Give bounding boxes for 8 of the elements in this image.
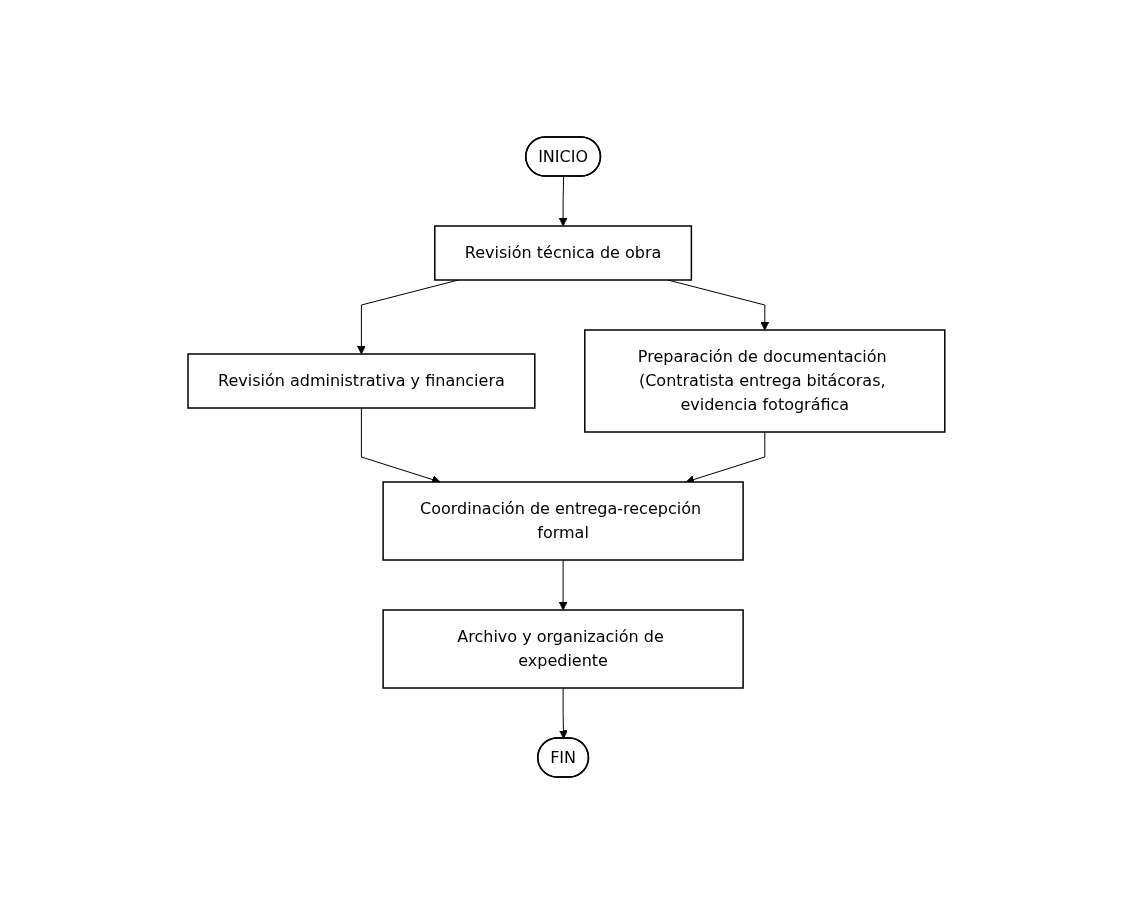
node-box: Archivo y organización de expediente (382, 608, 744, 689)
node-box: Revisión técnica de obra (434, 224, 693, 281)
arrow (558, 175, 568, 226)
arrow (558, 559, 568, 610)
node-box: Revisión administrativa y financiera (187, 352, 536, 409)
node-box: Preparación de documentación (Contratista entrega bitácoras, evidencia fotográfica (584, 328, 946, 433)
node-box: Coordinación de entrega-recepción formal (382, 480, 744, 561)
arrow (559, 687, 568, 739)
